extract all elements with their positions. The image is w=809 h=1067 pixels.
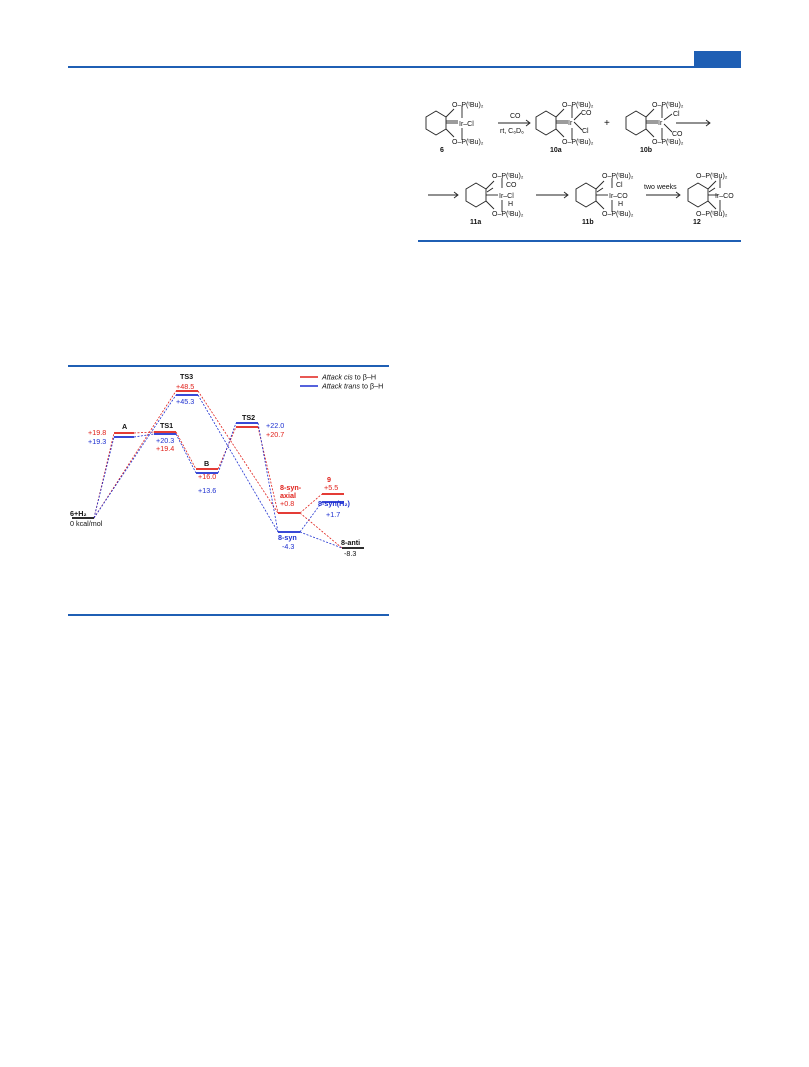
connector-TS1-B-red bbox=[175, 431, 197, 470]
cl-10a: Cl bbox=[582, 128, 589, 135]
ligand-upper-12: O–P(ᵗBu)₂ bbox=[696, 173, 728, 180]
arrow1-conditions: rt, C₆D₆ bbox=[500, 128, 524, 135]
connector-TS1-B-blue bbox=[175, 433, 197, 474]
value-TS2-blue: +22.0 bbox=[266, 421, 284, 430]
connector-A-TS1-blue bbox=[133, 433, 155, 438]
value-B-blue: +13.6 bbox=[198, 486, 216, 495]
connector-start-TS3-blue bbox=[93, 394, 177, 519]
value-start: 0 kcal/mol bbox=[70, 519, 103, 528]
label-syn-axial-2: axial bbox=[280, 491, 296, 500]
energy-diagram-graphic: Attack cis to β–H Attack trans to β–H 6+… bbox=[70, 372, 383, 558]
value-syn: -4.3 bbox=[282, 542, 294, 551]
metal-10b: Ir bbox=[658, 120, 663, 127]
label-10b: 10b bbox=[640, 147, 652, 154]
value-anti: -8.3 bbox=[344, 549, 356, 558]
value-TS3-blue: +45.3 bbox=[176, 397, 194, 406]
ligand-lower-6: O–P(ᵗBu)₂ bbox=[452, 139, 484, 146]
reaction-scheme-graphic: O–P(ᵗBu)₂ O–P(ᵗBu)₂ Ir–Cl 6 CO rt, C₆D₆ … bbox=[425, 102, 734, 226]
label-TS1: TS1 bbox=[160, 421, 173, 430]
page-tab bbox=[694, 51, 741, 67]
plus-sign: + bbox=[604, 118, 610, 129]
value-A-blue: +19.3 bbox=[88, 437, 106, 446]
cl-10b: Cl bbox=[673, 111, 680, 118]
connector-syn-anti-blue bbox=[299, 531, 343, 549]
ligand-upper-10b: O–P(ᵗBu)₂ bbox=[652, 102, 684, 109]
figure-top-rule bbox=[68, 365, 389, 367]
two-weeks-label: two weeks bbox=[644, 184, 677, 191]
label-9: 9 bbox=[327, 475, 331, 484]
label-TS3: TS3 bbox=[180, 372, 193, 381]
label-TS2: TS2 bbox=[242, 413, 255, 422]
arrow1-reagent: CO bbox=[510, 113, 521, 120]
ligand-lower-10a: O–P(ᵗBu)₂ bbox=[562, 139, 594, 146]
label-12: 12 bbox=[693, 219, 701, 226]
energy-diagram: Attack cis to β–H Attack trans to β–H 6+… bbox=[68, 368, 390, 614]
ligand-upper-6: O–P(ᵗBu)₂ bbox=[452, 102, 484, 109]
value-TS1-red: +19.4 bbox=[156, 444, 174, 453]
ligand-upper-11b: O–P(ᵗBu)₂ bbox=[602, 173, 634, 180]
value-TS2-red: +20.7 bbox=[266, 430, 284, 439]
label-B: B bbox=[204, 459, 209, 468]
metal-10a: Ir bbox=[568, 120, 573, 127]
label-6: 6 bbox=[440, 147, 444, 154]
h-11a: H bbox=[508, 201, 513, 208]
label-10a: 10a bbox=[550, 147, 562, 154]
value-TS1-blue: +20.3 bbox=[156, 436, 174, 445]
ligand-upper-10a: O–P(ᵗBu)₂ bbox=[562, 102, 594, 109]
connector-B-TS2-red bbox=[217, 426, 237, 470]
ligand-upper-11a: O–P(ᵗBu)₂ bbox=[492, 173, 524, 180]
label-syn-axial-1: 8-syn- bbox=[280, 483, 302, 492]
label-A: A bbox=[122, 422, 127, 431]
header-rule bbox=[68, 66, 741, 68]
ligand-lower-10b: O–P(ᵗBu)₂ bbox=[652, 139, 684, 146]
metal-11a: Ir–Cl bbox=[499, 193, 514, 200]
connector-syn-axial-9-red bbox=[299, 493, 323, 514]
h-11b: H bbox=[618, 201, 623, 208]
scheme-bottom-rule bbox=[418, 240, 741, 242]
label-syn: 8-syn bbox=[278, 533, 297, 542]
metal-11b: Ir–CO bbox=[609, 193, 628, 200]
value-9: +5.5 bbox=[324, 483, 338, 492]
figure-bottom-rule bbox=[68, 614, 389, 616]
value-B-red: +16.0 bbox=[198, 472, 216, 481]
connector-syn-synh2-blue bbox=[299, 501, 323, 533]
label-start: 6+H₂ bbox=[70, 509, 87, 518]
value-syn-axial: +0.8 bbox=[280, 499, 294, 508]
connector-syn-axial-anti-red bbox=[299, 512, 343, 549]
metal-6: Ir–Cl bbox=[459, 121, 474, 128]
value-TS3-red: +48.5 bbox=[176, 382, 194, 391]
cl-11b: Cl bbox=[616, 182, 623, 189]
connector-TS2-syn-axial-red bbox=[257, 426, 279, 514]
ligand-lower-12: O–P(ᵗBu)₂ bbox=[696, 211, 728, 218]
ligand-lower-11b: O–P(ᵗBu)₂ bbox=[602, 211, 634, 218]
legend-entry-cis: Attack cis to β–H bbox=[321, 373, 376, 382]
metal-12: Ir–CO bbox=[715, 193, 734, 200]
connector-start-A-blue bbox=[93, 436, 115, 519]
reaction-scheme: O–P(ᵗBu)₂ O–P(ᵗBu)₂ Ir–Cl 6 CO rt, C₆D₆ … bbox=[418, 92, 743, 242]
value-syn-h2: +1.7 bbox=[326, 510, 340, 519]
label-11a: 11a bbox=[470, 219, 481, 226]
connector-B-TS2-blue bbox=[217, 422, 237, 474]
co-11a: CO bbox=[506, 182, 517, 189]
ligand-lower-11a: O–P(ᵗBu)₂ bbox=[492, 211, 524, 218]
co-10a: CO bbox=[581, 110, 592, 117]
value-A-red: +19.8 bbox=[88, 428, 106, 437]
co-10b: CO bbox=[672, 131, 683, 138]
legend-entry-trans: Attack trans to β–H bbox=[321, 382, 383, 391]
label-11b: 11b bbox=[582, 219, 594, 226]
connector-TS2-syn-blue bbox=[257, 422, 279, 533]
label-syn-h2: 8-syn(H₂) bbox=[318, 499, 351, 508]
connector-TS3-syn-blue bbox=[197, 394, 279, 533]
label-anti: 8-anti bbox=[341, 538, 360, 547]
